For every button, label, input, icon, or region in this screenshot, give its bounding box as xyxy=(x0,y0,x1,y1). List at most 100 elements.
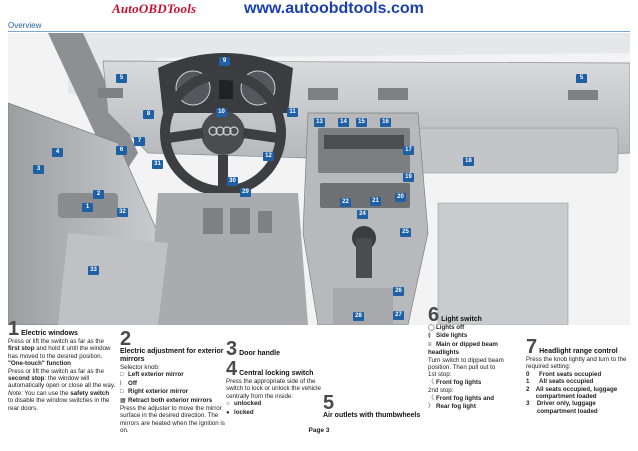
cockpit-illustration xyxy=(8,33,630,325)
section-1-heading: Electric windows xyxy=(21,330,78,337)
range-key: 1 xyxy=(526,378,530,386)
rear-fog-icon: 〉 xyxy=(428,404,435,411)
mirror-right-icon: □ xyxy=(120,389,124,396)
section-7-number: 7 xyxy=(526,336,538,358)
section-1-number: 1 xyxy=(8,318,20,340)
callout-7: 7 xyxy=(134,137,145,146)
note-bold: safety switch xyxy=(70,389,110,397)
light-description: Turn switch to dipped beam position. The… xyxy=(428,356,504,372)
range-value: Driver only, luggage compartment loaded xyxy=(536,400,598,415)
callout-1: 1 xyxy=(82,203,93,212)
callout-26: 26 xyxy=(393,287,404,296)
range-key: 0 xyxy=(526,370,530,378)
s1-bold2: second stop xyxy=(8,375,45,383)
range-row: 3 Driver only, luggage compartment loaded xyxy=(526,400,632,415)
callout-11: 11 xyxy=(287,108,298,117)
s1-text: Press or lift the switch as far as the xyxy=(8,338,104,345)
callout-30: 30 xyxy=(227,177,238,186)
callout-3: 3 xyxy=(33,165,44,174)
section-6-heading: Light switch xyxy=(441,316,482,323)
section-title: Overview xyxy=(8,21,42,30)
site-url[interactable]: www.autoobdtools.com xyxy=(244,0,424,17)
callout-8: 8 xyxy=(143,110,154,119)
range-key: 2 xyxy=(526,385,530,393)
callout-24: 24 xyxy=(357,210,368,219)
callout-22: 22 xyxy=(340,198,351,207)
section-3-heading: Door handle xyxy=(239,350,280,357)
section-7-heading: Headlight range control xyxy=(539,348,618,355)
section-6-number: 6 xyxy=(428,304,440,326)
section-4-heading: Central locking switch xyxy=(239,370,314,377)
callout-33: 33 xyxy=(88,266,99,275)
selector-label: Selector knob: xyxy=(120,364,160,371)
section-4-number: 4 xyxy=(226,358,238,380)
mirror-retract-label: Retract both exterior mirrors xyxy=(128,396,213,404)
title-divider xyxy=(8,31,630,32)
section-2-number: 2 xyxy=(120,328,132,350)
lock-icon: ● xyxy=(226,409,230,416)
s1-bold: first stop xyxy=(8,345,35,353)
locked-label: locked xyxy=(234,408,254,416)
range-key: 3 xyxy=(526,400,530,408)
callout-27: 27 xyxy=(393,311,404,320)
first-stop-label: 1st stop: xyxy=(428,371,452,379)
callout-2: 2 xyxy=(93,190,104,199)
callout-17: 17 xyxy=(403,146,414,155)
range-row: 2 All seats occupied, luggage compartment… xyxy=(526,386,632,401)
s1-text2-end: : the window will automatically open or … xyxy=(8,375,116,390)
callout-9: 9 xyxy=(219,57,230,66)
callout-18: 18 xyxy=(463,157,474,166)
mirror-retract-icon: ▦ xyxy=(120,397,126,404)
front-fog-icon-2: 〈 xyxy=(428,395,435,402)
second-stop-label: 2nd stop: xyxy=(428,387,454,395)
callout-20: 20 xyxy=(395,193,406,202)
callout-12: 12 xyxy=(263,152,274,161)
header-banner: AutoOBDTools www.autoobdtools.com xyxy=(0,0,638,18)
section-mirror-adjustment: 2Electric adjustment for exterior mirror… xyxy=(120,328,230,435)
note-text-end: to disable the window switches in the re… xyxy=(8,397,110,412)
callout-29: 29 xyxy=(240,188,251,197)
callout-31: 31 xyxy=(152,160,163,169)
callout-16: 16 xyxy=(380,118,391,127)
lights-off-icon: ◯ xyxy=(428,325,435,331)
callout-4: 4 xyxy=(52,148,63,157)
mirror-off-icon: ǀ xyxy=(120,380,122,387)
range-description: Press the knob lightly and turn to the r… xyxy=(526,356,627,371)
unlocked-label: unlocked xyxy=(234,400,262,408)
one-touch-label: "One-touch" function xyxy=(8,360,71,368)
s1-text2: Press or lift the switch as far as the xyxy=(8,367,104,375)
rear-fog-label: Rear fog light xyxy=(436,403,476,411)
range-value: All seats occupied, luggage compartment … xyxy=(535,385,618,401)
page-number: Page 3 xyxy=(308,427,330,434)
section-3-number: 3 xyxy=(226,338,238,360)
callout-5-left: 5 xyxy=(116,74,127,83)
range-row: 1 All seats occupied xyxy=(526,378,632,385)
section-air-outlets: 5Air outlets with thumbwheels xyxy=(323,392,423,420)
front-fog-label: Front fog lights xyxy=(436,378,482,386)
unlock-icon: ○ xyxy=(226,401,230,408)
mirror-right-label: Right exterior mirror xyxy=(128,388,189,396)
range-row: 0 Front seats occupied xyxy=(526,371,632,378)
callout-13: 13 xyxy=(314,118,325,127)
brand-logo: AutoOBDTools xyxy=(112,1,197,16)
front-fog-icon: 〈 xyxy=(428,379,435,386)
section-5-number: 5 xyxy=(323,392,335,414)
note-label: Note: xyxy=(8,389,23,397)
side-lights-icon: ≬ xyxy=(428,333,431,340)
side-lights-label: Side lights xyxy=(436,332,468,340)
callout-10: 10 xyxy=(216,108,227,117)
callout-14: 14 xyxy=(338,118,349,127)
headlights-label: Main or dipped beam headlights xyxy=(428,340,498,357)
s1-text-end: and hold it until the window has moved t… xyxy=(8,345,111,360)
mirror-left-label: Left exterior mirror xyxy=(128,371,184,379)
section-5-heading: Air outlets with thumbwheels xyxy=(323,412,421,419)
range-value: Front seats occupied xyxy=(539,370,602,378)
range-value: All seats occupied xyxy=(539,378,594,386)
note-text: You can use the xyxy=(22,389,71,397)
callout-25: 25 xyxy=(400,228,411,237)
